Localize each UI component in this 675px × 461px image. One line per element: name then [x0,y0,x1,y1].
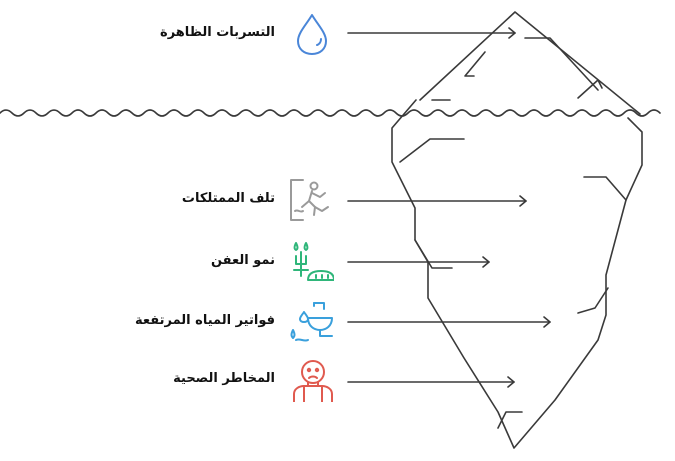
water-line [0,109,661,117]
label-mold-growth: نمو العفن [210,253,275,268]
arrow-mold-growth [347,256,490,268]
mold-growth-icon [293,242,334,281]
label-visible-leaks: التسربات الظاهرة [160,25,275,40]
slip-hazard-icon [290,179,329,221]
label-property-damage: تلف الممتلكات [181,191,275,206]
label-health-risks: المخاطر الصحية [173,371,275,386]
sick-person-icon [293,360,333,402]
arrow-property-damage [347,195,527,207]
water-drop-icon [297,14,327,55]
arrow-health-risks [347,376,515,388]
arrow-visible-leaks [347,27,516,39]
arrow-high-water-bills [347,316,551,328]
iceberg-body [391,99,643,449]
label-high-water-bills: فواتير المياه المرتفعة [135,313,275,328]
sink-leak-icon [290,302,333,342]
